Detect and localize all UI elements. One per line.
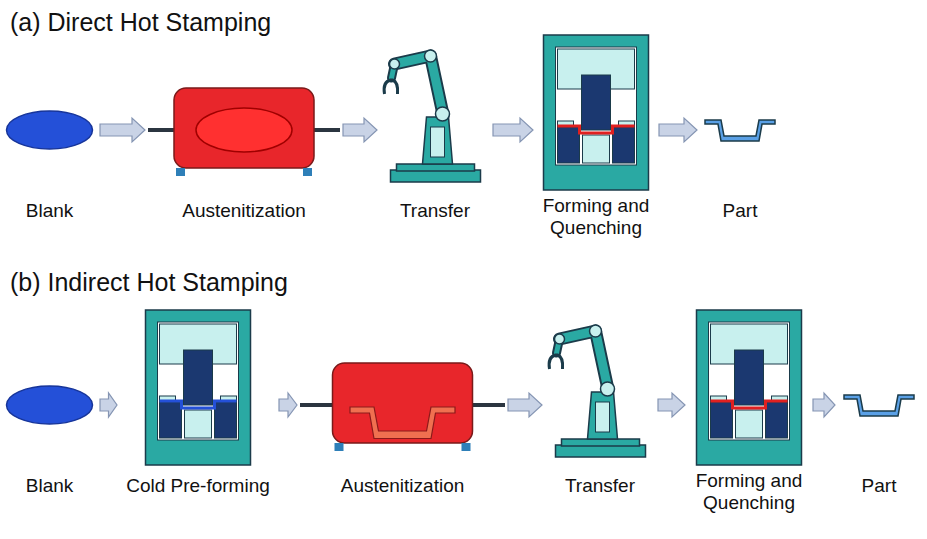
press-illustration — [120, 305, 276, 475]
flow-arrow — [508, 393, 542, 417]
blank-illustration — [2, 35, 97, 200]
part-illustration — [838, 305, 920, 475]
furnace-illustration — [300, 305, 505, 475]
step-caption: Transfer — [545, 475, 655, 497]
flow-arrow — [100, 393, 117, 417]
robot-illustration — [545, 305, 655, 475]
process-step: Forming and Quenching — [688, 305, 810, 516]
process-step: Austenitization — [148, 35, 340, 224]
step-caption: Blank — [2, 200, 97, 222]
process-step: Transfer — [545, 305, 655, 499]
process-step: Transfer — [380, 35, 490, 224]
process-step: Forming and Quenching — [536, 35, 656, 241]
step-caption: Forming and Quenching — [688, 470, 810, 514]
step-caption: Austenitization — [148, 200, 340, 222]
flow-arrow — [279, 393, 297, 417]
furnace-illustration — [148, 35, 340, 200]
flow-arrow — [100, 118, 145, 142]
step-caption: Cold Pre-forming — [120, 475, 276, 497]
section-heading: (b) Indirect Hot Stamping — [10, 268, 288, 297]
flow-arrow — [493, 118, 533, 142]
step-caption: Austenitization — [300, 475, 505, 497]
section-heading: (a) Direct Hot Stamping — [10, 8, 271, 37]
process-step: Blank — [2, 305, 97, 499]
process-step: Part — [838, 305, 920, 499]
press-illustration — [688, 305, 810, 470]
flow-arrow — [343, 118, 377, 142]
step-caption: Transfer — [380, 200, 490, 222]
flow-arrow — [658, 393, 685, 417]
flow-arrow — [813, 393, 835, 417]
step-caption: Forming and Quenching — [536, 195, 656, 239]
robot-illustration — [380, 35, 490, 200]
part-illustration — [700, 35, 780, 200]
blank-illustration — [2, 305, 97, 475]
step-caption: Part — [838, 475, 920, 497]
process-step: Cold Pre-forming — [120, 305, 276, 499]
step-caption: Part — [700, 200, 780, 222]
press-illustration — [536, 35, 656, 195]
process-step: Austenitization — [300, 305, 505, 499]
process-step: Blank — [2, 35, 97, 224]
step-caption: Blank — [2, 475, 97, 497]
process-step: Part — [700, 35, 780, 224]
flow-arrow — [659, 118, 697, 142]
